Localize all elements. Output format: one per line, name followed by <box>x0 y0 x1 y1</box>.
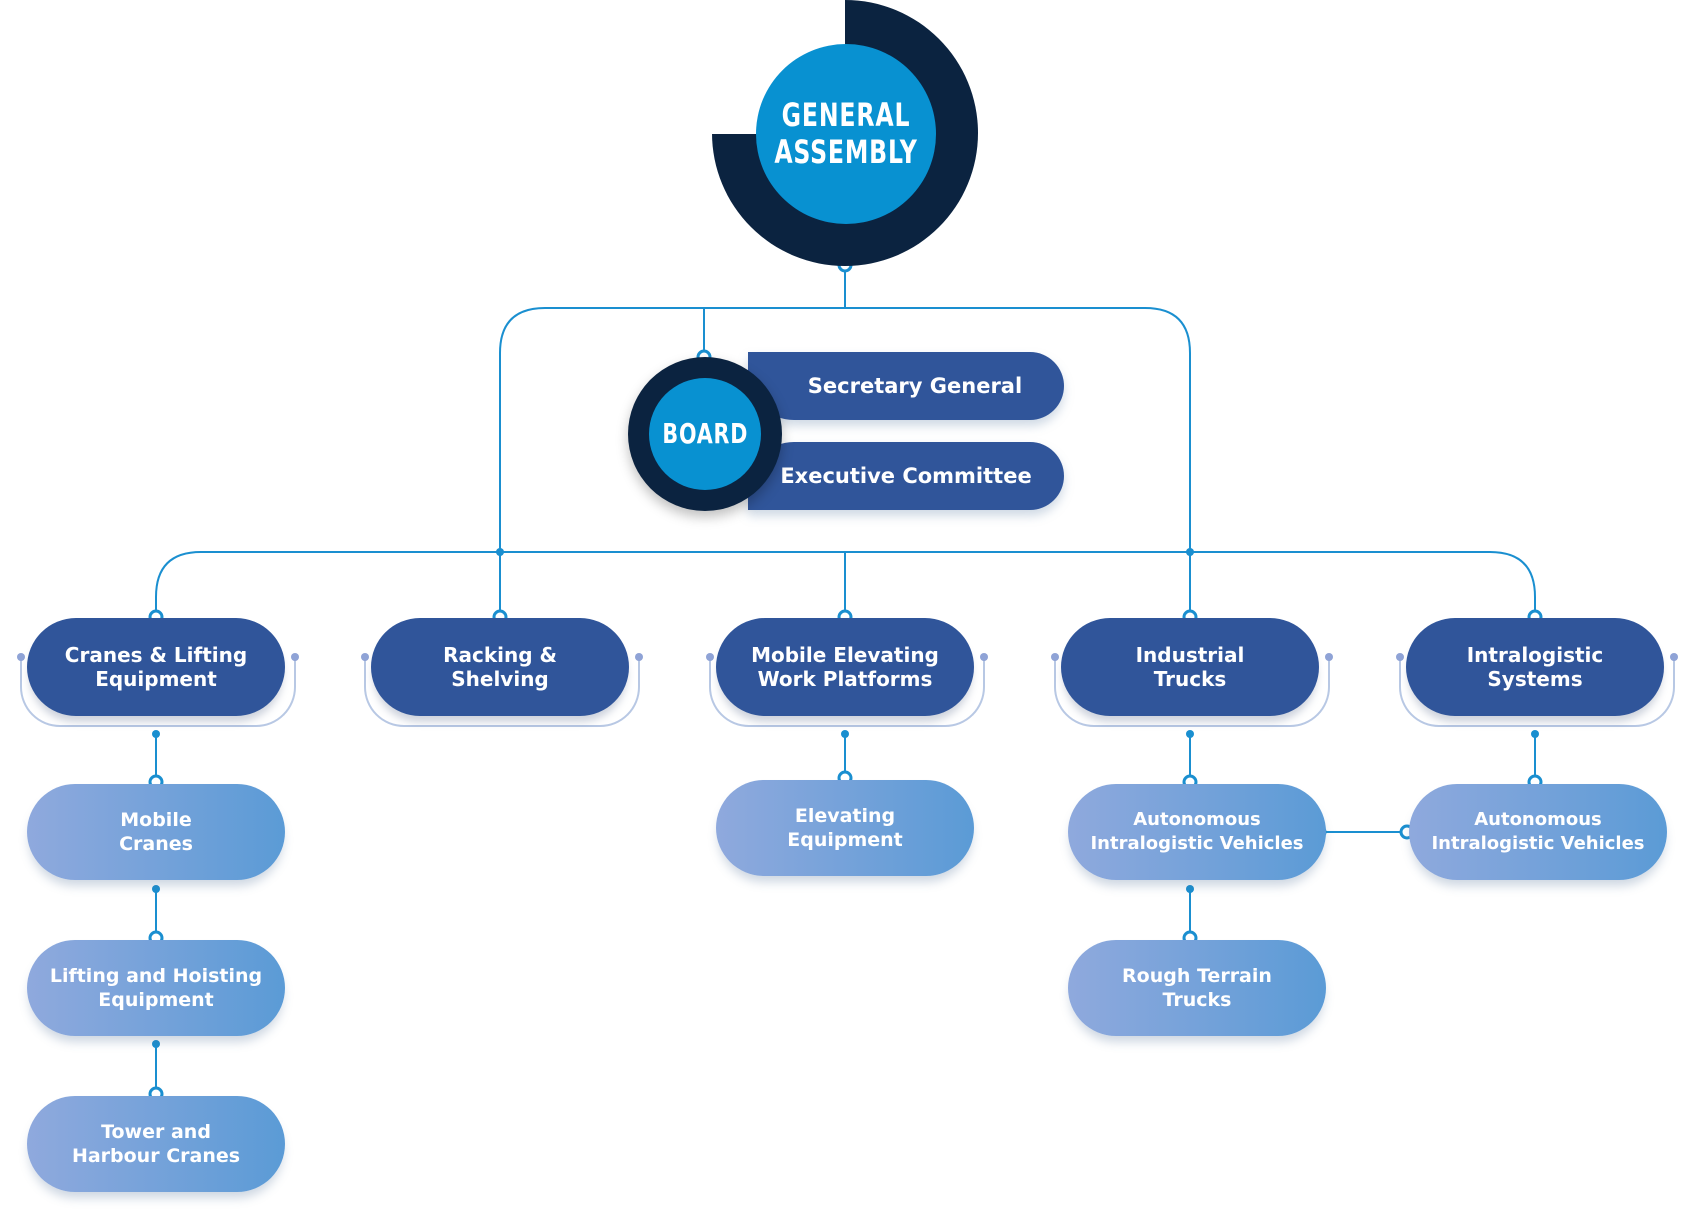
sub-label: Lifting and Hoisting Equipment <box>49 965 263 1011</box>
category-arc <box>706 653 988 727</box>
category-label: Intralogistic Systems <box>1466 643 1604 691</box>
board-node[interactable]: BOARD <box>649 378 761 490</box>
sub-label: Mobile Cranes <box>119 809 193 855</box>
sub-elevating-equipment[interactable]: Elevating Equipment <box>716 780 974 876</box>
sub-label: Rough Terrain Trucks <box>1122 965 1272 1011</box>
category-arc <box>17 653 299 727</box>
category-arc <box>361 653 643 727</box>
general-assembly-node[interactable]: GENERAL ASSEMBLY <box>756 44 936 224</box>
category-cranes-lifting[interactable]: Cranes & Lifting Equipment <box>27 618 285 716</box>
category-arc <box>1051 653 1333 727</box>
sub-rough-terrain-trucks[interactable]: Rough Terrain Trucks <box>1068 940 1326 1036</box>
sub-mobile-cranes[interactable]: Mobile Cranes <box>27 784 285 880</box>
category-label: Mobile Elevating Work Platforms <box>751 643 939 691</box>
secretary-general-node[interactable]: Secretary General <box>748 352 1064 420</box>
category-industrial-trucks[interactable]: Industrial Trucks <box>1061 618 1319 716</box>
secretary-general-label: Secretary General <box>807 374 1023 398</box>
sub-aiv-trucks[interactable]: Autonomous Intralogistic Vehicles <box>1068 784 1326 880</box>
category-racking-shelving[interactable]: Racking & Shelving <box>371 618 629 716</box>
sub-label: Autonomous Intralogistic Vehicles <box>1431 809 1645 854</box>
category-intralogistic-systems[interactable]: Intralogistic Systems <box>1406 618 1664 716</box>
sub-label: Tower and Harbour Cranes <box>71 1121 241 1167</box>
executive-committee-node[interactable]: Executive Committee <box>748 442 1064 510</box>
sub-label: Autonomous Intralogistic Vehicles <box>1090 809 1304 854</box>
sub-lifting-hoisting[interactable]: Lifting and Hoisting Equipment <box>27 940 285 1036</box>
category-label: Industrial Trucks <box>1135 643 1245 691</box>
category-mewp[interactable]: Mobile Elevating Work Platforms <box>716 618 974 716</box>
sub-label: Elevating Equipment <box>787 805 903 851</box>
category-label: Racking & Shelving <box>443 643 557 691</box>
board-label: BOARD <box>662 416 748 450</box>
category-label: Cranes & Lifting Equipment <box>64 643 248 691</box>
executive-committee-label: Executive Committee <box>780 464 1032 488</box>
general-assembly-label: GENERAL ASSEMBLY <box>774 96 918 171</box>
sub-tower-harbour-cranes[interactable]: Tower and Harbour Cranes <box>27 1096 285 1192</box>
sub-aiv-systems[interactable]: Autonomous Intralogistic Vehicles <box>1409 784 1667 880</box>
category-arc <box>1396 653 1678 727</box>
